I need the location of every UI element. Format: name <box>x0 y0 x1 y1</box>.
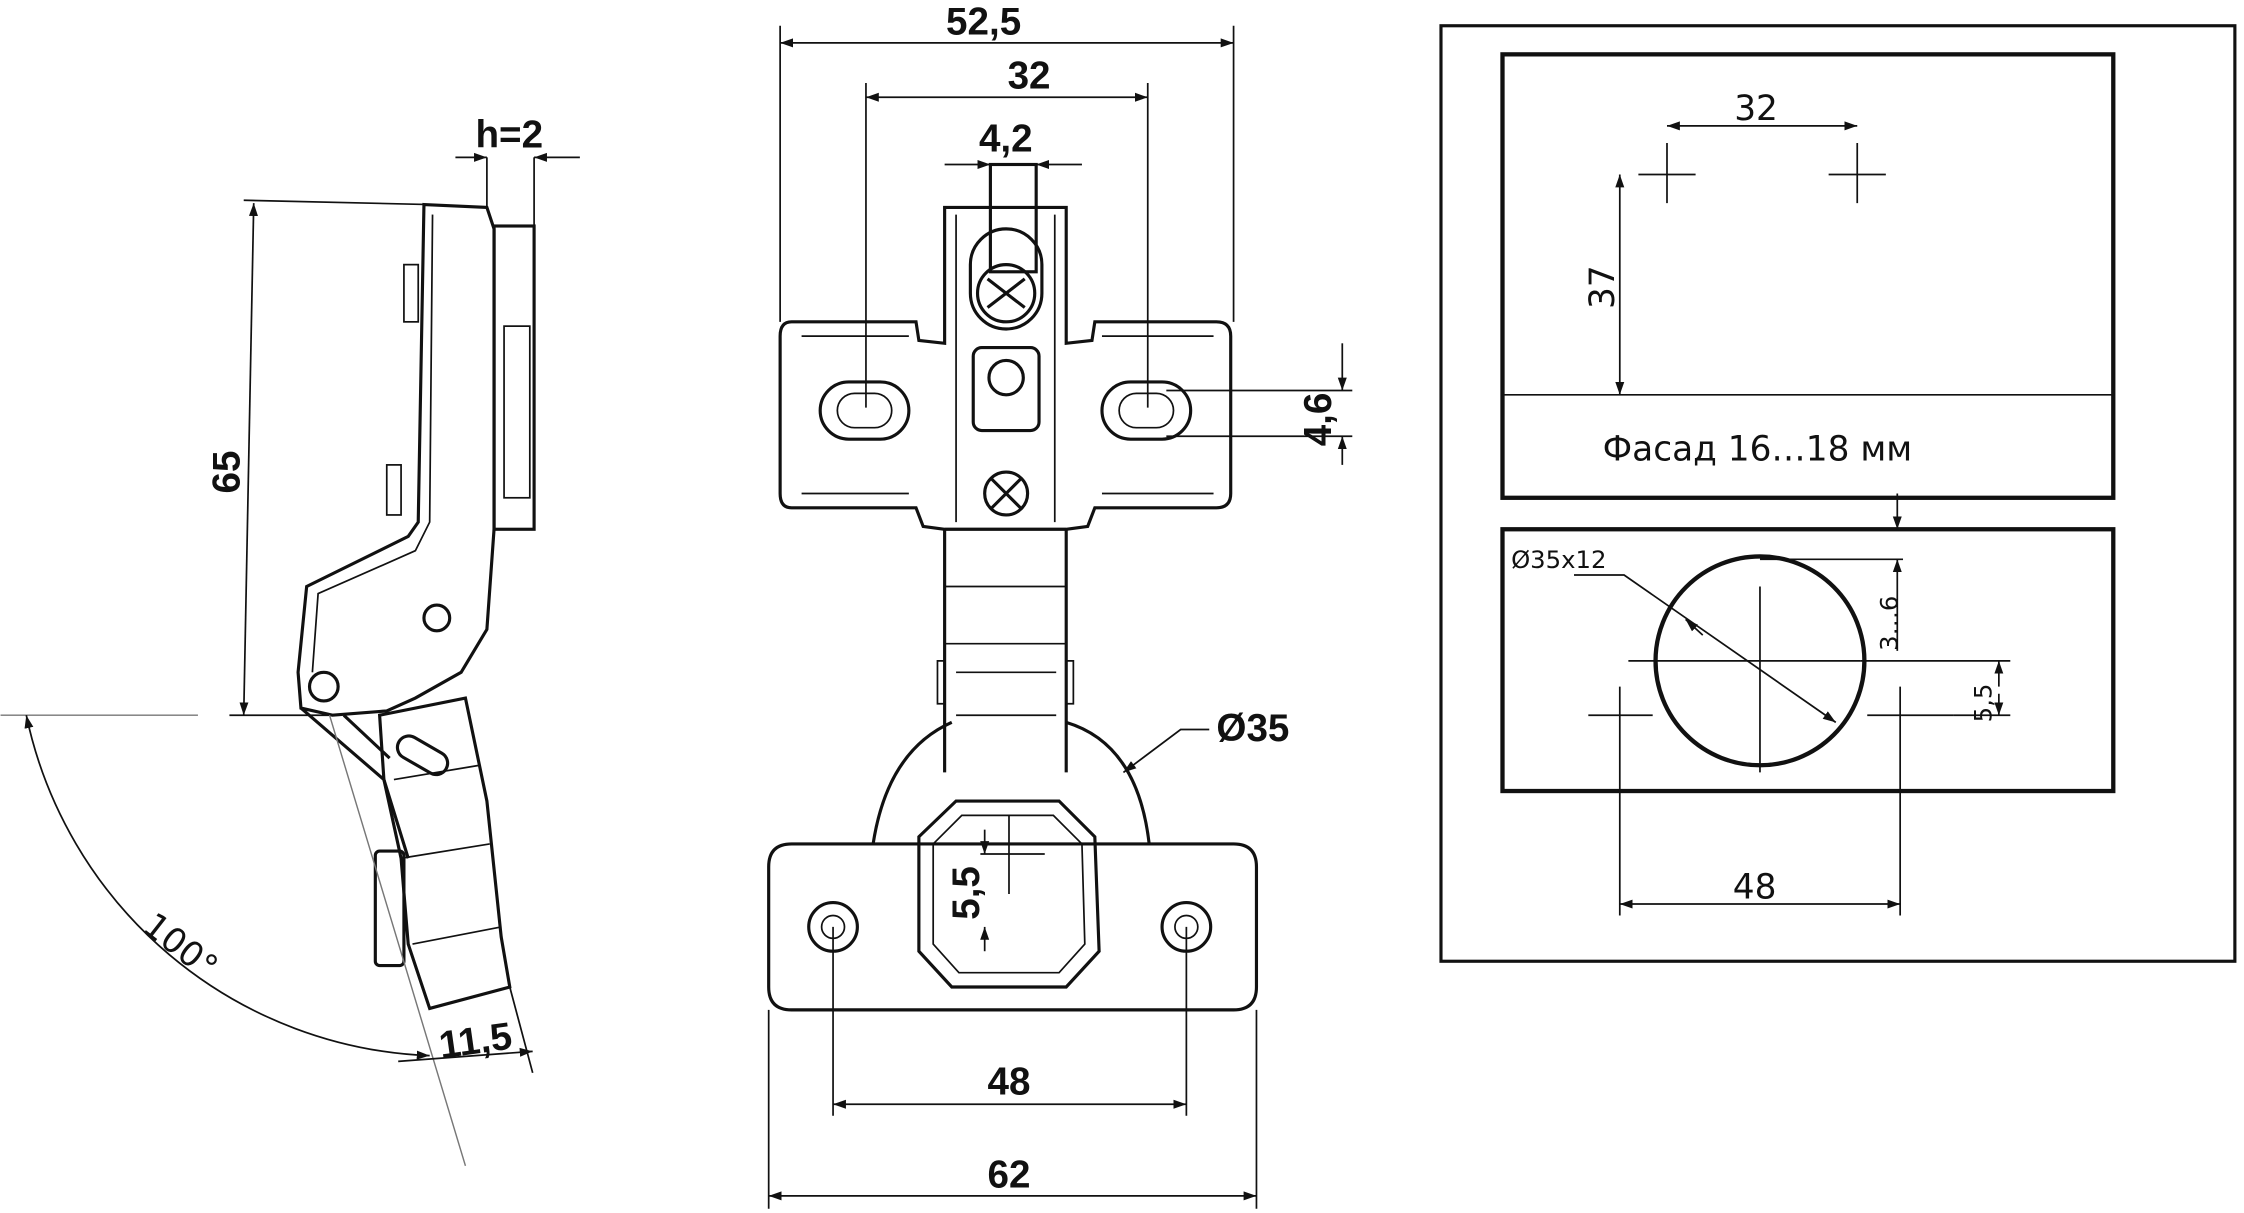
screw-offset-label: 5,5 <box>1969 684 1998 723</box>
slot-height-label: 4,6 <box>1297 393 1340 447</box>
slot-width-label: 4,2 <box>979 118 1033 161</box>
hole-spacing-label: 32 <box>1008 55 1051 98</box>
fix-screw-icon <box>983 470 1030 517</box>
side-view: h=2 65 100° 11,5 <box>0 113 580 1167</box>
opening-angle-label: 100° <box>135 905 225 987</box>
cabinet-side-panel <box>1500 52 2116 500</box>
height-dimension-label: 65 <box>205 451 248 494</box>
cup-offset-label: 5,5 <box>945 866 988 920</box>
overall-width-label: 52,5 <box>946 0 1021 43</box>
drilling-scheme: 32 37 Фасад 16…18 мм 3…6 5,5 Ø35x12 48 <box>1439 24 2237 963</box>
hinge-side-arm <box>373 696 512 1011</box>
hinge-cup <box>767 720 1259 1012</box>
top-hole-depth-label: 37 <box>1583 265 1623 309</box>
cup-diameter-label: Ø35 <box>1216 707 1289 750</box>
arm-thickness-label: 11,5 <box>436 1015 514 1068</box>
mounting-plate <box>778 162 1233 531</box>
plate-width-label: 62 <box>988 1153 1031 1196</box>
scheme-frame <box>1439 24 2237 963</box>
plate-hole-spacing-label: 48 <box>988 1060 1031 1103</box>
hinge-side-body <box>296 202 536 859</box>
facade-thickness-label: Фасад 16…18 мм <box>1603 430 1913 470</box>
edge-distance-label: 3…6 <box>1874 596 1903 651</box>
adjust-screw-icon <box>975 263 1037 324</box>
front-view: 52,5 32 4,2 4,6 Ø35 5,5 48 62 <box>767 0 1353 1209</box>
door-panel <box>1500 527 2116 794</box>
screw-spacing-label: 48 <box>1733 867 1777 907</box>
hinge-arm <box>936 529 1075 773</box>
cup-hole-label: Ø35x12 <box>1511 545 1606 574</box>
overlay-dimension-label: h=2 <box>475 113 543 156</box>
top-hole-spacing-label: 32 <box>1734 89 1778 129</box>
